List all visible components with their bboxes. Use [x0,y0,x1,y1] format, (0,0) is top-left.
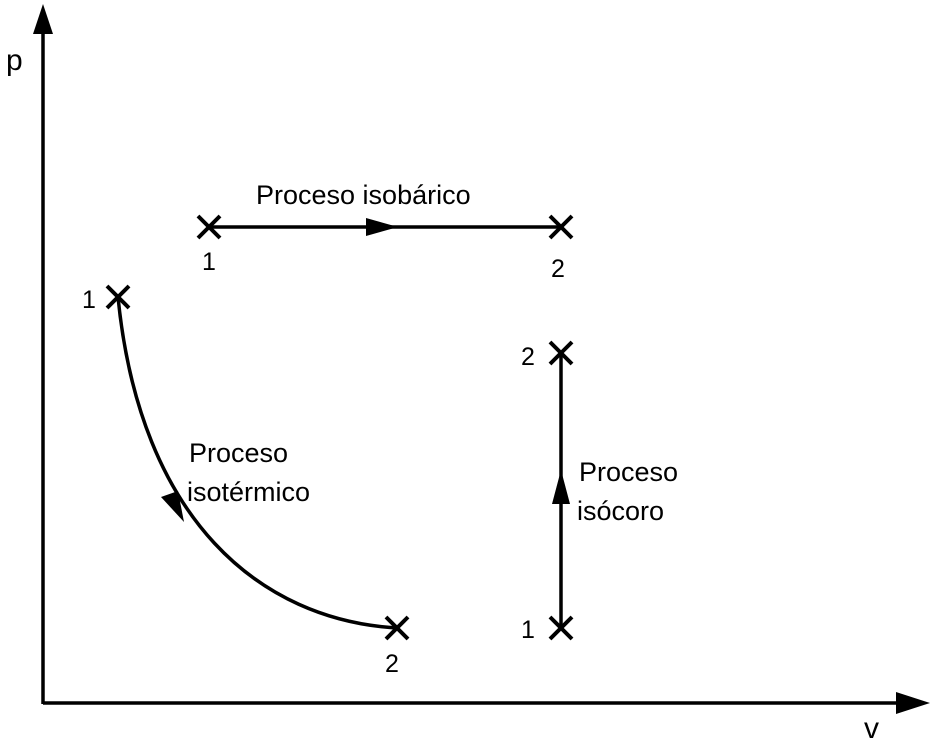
isochoric-title-line1: Proceso [579,457,678,487]
isobaric-title: Proceso isobárico [256,180,471,210]
y-axis-arrowhead [33,4,53,34]
isothermal-direction-arrow [161,491,184,522]
x-axis-arrowhead [896,692,930,714]
isobaric-process: Proceso isobárico 1 2 [196,180,574,283]
isobaric-start-marker [196,214,222,240]
isochoric-start-marker [548,615,574,641]
isobaric-end-marker [548,214,574,240]
isochoric-start-label: 1 [521,616,535,644]
isothermal-title-line2: isotérmico [187,477,310,507]
isothermal-start-marker [105,284,131,310]
isobaric-start-label: 1 [202,248,216,276]
isothermal-end-marker [384,615,410,641]
isochoric-end-label: 2 [521,343,535,371]
isochoric-end-marker [548,340,574,366]
x-axis-label: v [864,712,879,743]
isothermal-start-label: 1 [82,286,96,314]
isothermal-title-line1: Proceso [189,438,288,468]
isothermal-end-label: 2 [385,650,399,678]
isobaric-end-label: 2 [551,255,565,283]
isochoric-process: Proceso isócoro 1 2 [521,340,678,644]
isobaric-direction-arrow [366,218,398,236]
isothermal-process: Proceso isotérmico 1 2 [82,284,410,678]
isochoric-direction-arrow [552,470,570,504]
axes: p v [6,4,930,743]
y-axis-label: p [6,44,23,77]
isothermal-curve [116,296,398,630]
isochoric-title-line2: isócoro [577,496,664,526]
